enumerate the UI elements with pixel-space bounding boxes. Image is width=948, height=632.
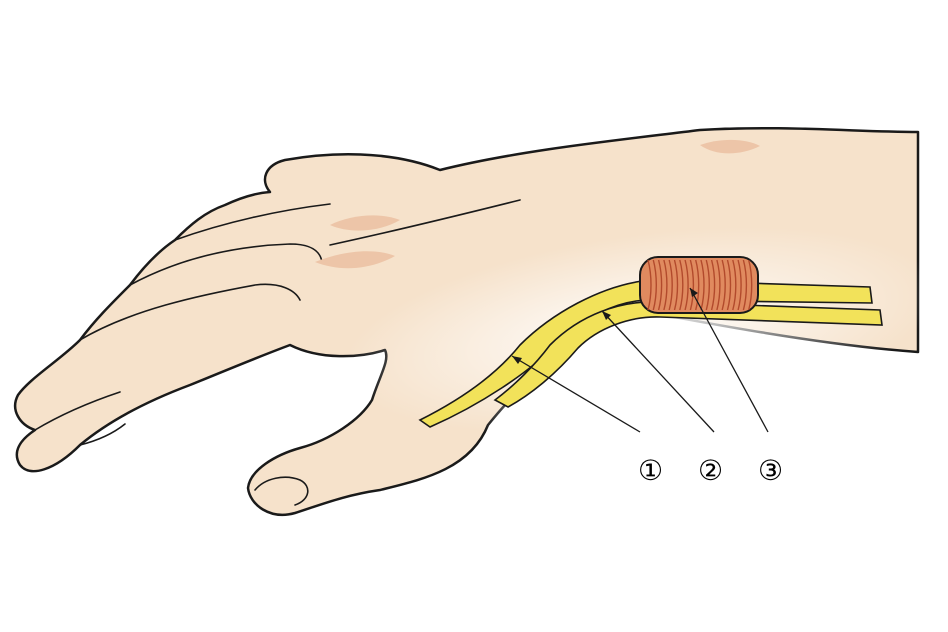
sheath-stripe: [748, 259, 753, 311]
sheath-stripe: [742, 259, 748, 311]
tendon-sheath: [639, 256, 759, 314]
knuckle-crease-1: [34, 391, 121, 431]
sheath-pointer: [689, 287, 769, 433]
sheath-stripe: [700, 259, 705, 311]
callout-label-1: ①: [638, 454, 663, 487]
finger-crease-3: [174, 203, 331, 241]
sheath-stripe: [710, 259, 716, 311]
sheath-stripe: [721, 259, 726, 311]
wrist-crease: [329, 199, 521, 246]
callout-label-3: ③: [758, 454, 783, 487]
sheath-stripe: [726, 259, 732, 311]
sheath-stripe: [657, 259, 663, 311]
sheath-stripe: [652, 259, 657, 311]
arrowhead-2: [602, 311, 611, 320]
sheath-stripe: [679, 259, 684, 311]
tendon-1: [418, 279, 873, 428]
sheath-stripe: [684, 259, 689, 311]
arrowhead-1: [512, 356, 522, 364]
sheath-stripe: [689, 259, 695, 311]
sheath-stripe: [647, 259, 652, 311]
tendon-2-pointer: [601, 310, 715, 433]
sheath-stripe: [732, 259, 737, 311]
skin-shadow-2: [315, 251, 395, 269]
thumb-nail: [254, 476, 309, 506]
finger-crease-1: [79, 283, 301, 341]
tendon-1-pointer: [511, 355, 641, 433]
sheath-stripe: [668, 259, 673, 311]
sheath-stripe: [737, 259, 742, 311]
sheath-stripe: [695, 259, 700, 311]
skin-shadow-1: [330, 215, 400, 231]
arrowhead-3: [690, 288, 698, 297]
sheath-stripe: [716, 259, 721, 311]
sheath-stripe: [673, 259, 679, 311]
tendon-2: [493, 301, 883, 408]
sheath-stripe: [663, 259, 668, 311]
callout-arrows: [511, 287, 769, 433]
knuckle-crease-2: [79, 423, 126, 446]
callout-label-2: ②: [698, 454, 723, 487]
sheath-stripe: [705, 259, 710, 311]
skin-shadow-3: [700, 139, 760, 154]
finger-crease-2: [129, 243, 323, 286]
